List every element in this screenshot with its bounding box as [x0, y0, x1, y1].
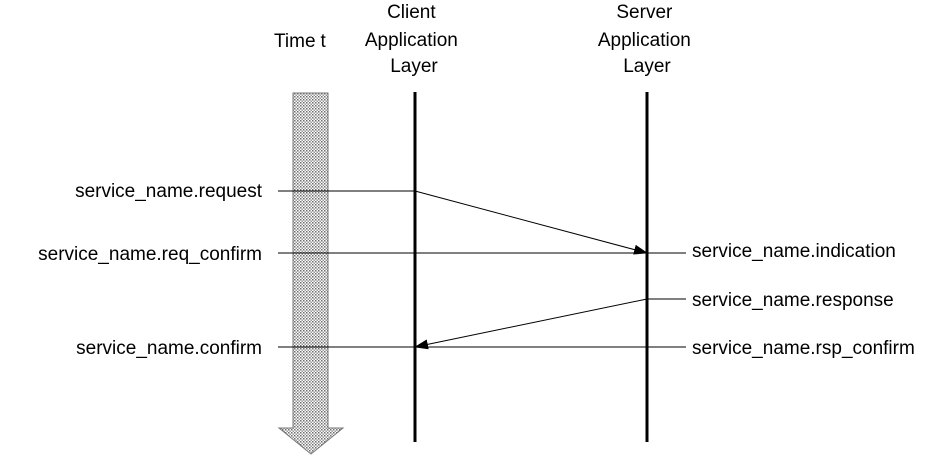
client-title-line-2: Application [365, 30, 458, 51]
time-variable: t [321, 31, 327, 52]
request-label: service_name.request [75, 181, 263, 202]
server-lane: Server Application Layer [598, 2, 696, 442]
client-lane-title: Client Application Layer [365, 2, 463, 77]
client-lane: Client Application Layer [365, 2, 463, 442]
client-title-line-1: Client [387, 2, 436, 23]
server-lane-title: Server Application Layer [598, 2, 696, 77]
confirm-label: service_name.confirm [76, 338, 262, 359]
server-title-line-1: Server [616, 2, 673, 23]
indication-label: service_name.indication [692, 241, 896, 262]
time-label: Time [274, 31, 316, 52]
req-confirm-label: service_name.req_confirm [38, 244, 262, 265]
time-arrow [277, 92, 345, 455]
server-title-line-3: Layer [623, 56, 671, 77]
response-label: service_name.response [692, 290, 894, 311]
client-title-line-3: Layer [390, 56, 438, 77]
response-to-confirm-arrow [414, 298, 648, 350]
request-to-indication-arrow [414, 190, 648, 255]
rsp-confirm-label: service_name.rsp_confirm [692, 338, 915, 359]
server-title-line-2: Application [598, 30, 691, 51]
